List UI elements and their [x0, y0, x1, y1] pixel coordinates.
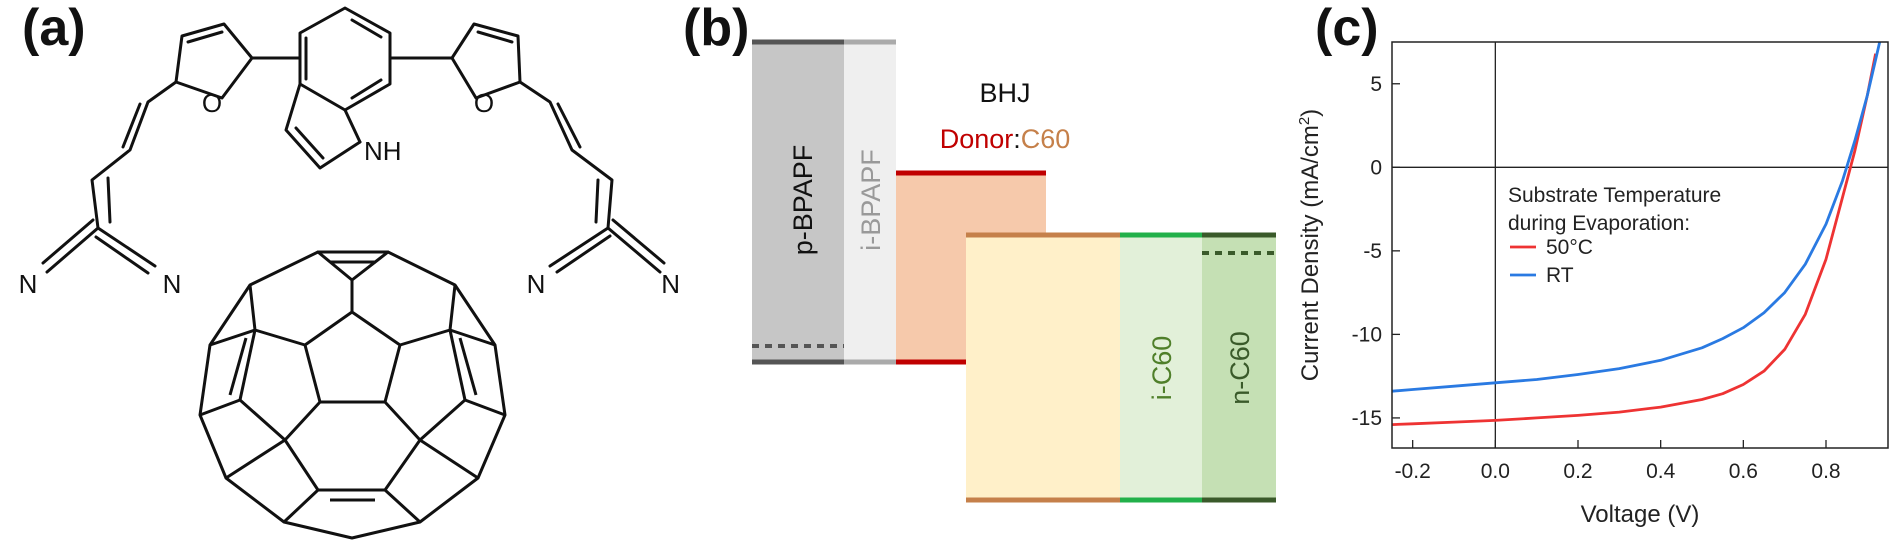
donor-c60-label: Donor:C60: [940, 124, 1071, 154]
panel-c-label: (c): [1315, 0, 1379, 57]
n-c60-layer: [1202, 234, 1276, 500]
donor-label: Donor: [940, 124, 1014, 154]
plot-frame: [1391, 41, 1889, 449]
x-tick-label: 0.6: [1729, 460, 1758, 483]
y-tick-label: 5: [1370, 73, 1382, 96]
y-tick-label: 0: [1370, 156, 1382, 179]
panel-b-label: (b): [683, 0, 750, 57]
legend-title-line-1: Substrate Temperature: [1508, 184, 1721, 207]
x-tick-label: 0.2: [1563, 460, 1592, 483]
p-bpapf-layer: [752, 40, 844, 362]
legend-entry: RT: [1546, 264, 1574, 287]
y-tick-label: -10: [1352, 323, 1382, 346]
x-axis-label: Voltage (V): [1581, 501, 1700, 528]
i-c60-label: i-C60: [1147, 336, 1177, 401]
nitrogen-2-label: N: [163, 269, 182, 299]
c60-molecule: [198, 250, 507, 540]
nitrogen-4-label: N: [661, 269, 680, 299]
bhj-label: BHJ: [979, 78, 1030, 108]
x-tick-label: 0.0: [1481, 460, 1510, 483]
p-bpapf-label: p-BPAPF: [788, 145, 818, 256]
oxygen-left-label: O: [202, 88, 222, 118]
acceptor-c60-layer: [966, 234, 1120, 500]
i-bpapf-label: i-BPAPF: [856, 149, 886, 251]
legend-entry: 50°C: [1546, 236, 1593, 259]
i-bpapf-layer: [844, 40, 896, 362]
colon-label: :: [1013, 124, 1021, 154]
panel-a-label: (a): [22, 0, 86, 57]
y-tick-label: -5: [1363, 240, 1382, 263]
nitrogen-1-label: N: [19, 269, 38, 299]
x-tick-label: 0.8: [1811, 460, 1840, 483]
donor-molecule: [41, 6, 666, 275]
y-tick-label: -15: [1352, 407, 1382, 430]
y-axis-label: Current Density (mA/cm2): [1296, 109, 1324, 381]
c60-label: C60: [1021, 124, 1071, 154]
series-line-50c: [1391, 53, 1877, 426]
i-c60-layer: [1120, 234, 1202, 500]
molecule-structures: O O NH N N N N: [19, 6, 680, 540]
oxygen-right-label: O: [474, 88, 494, 118]
n-c60-label: n-C60: [1225, 331, 1255, 405]
nitrogen-3-label: N: [527, 269, 546, 299]
legend-title-line-2: during Evaporation:: [1508, 212, 1690, 235]
x-tick-label: -0.2: [1395, 460, 1431, 483]
series-line-rt: [1391, 41, 1882, 393]
x-tick-label: 0.4: [1646, 460, 1676, 483]
nh-label: NH: [364, 136, 402, 166]
